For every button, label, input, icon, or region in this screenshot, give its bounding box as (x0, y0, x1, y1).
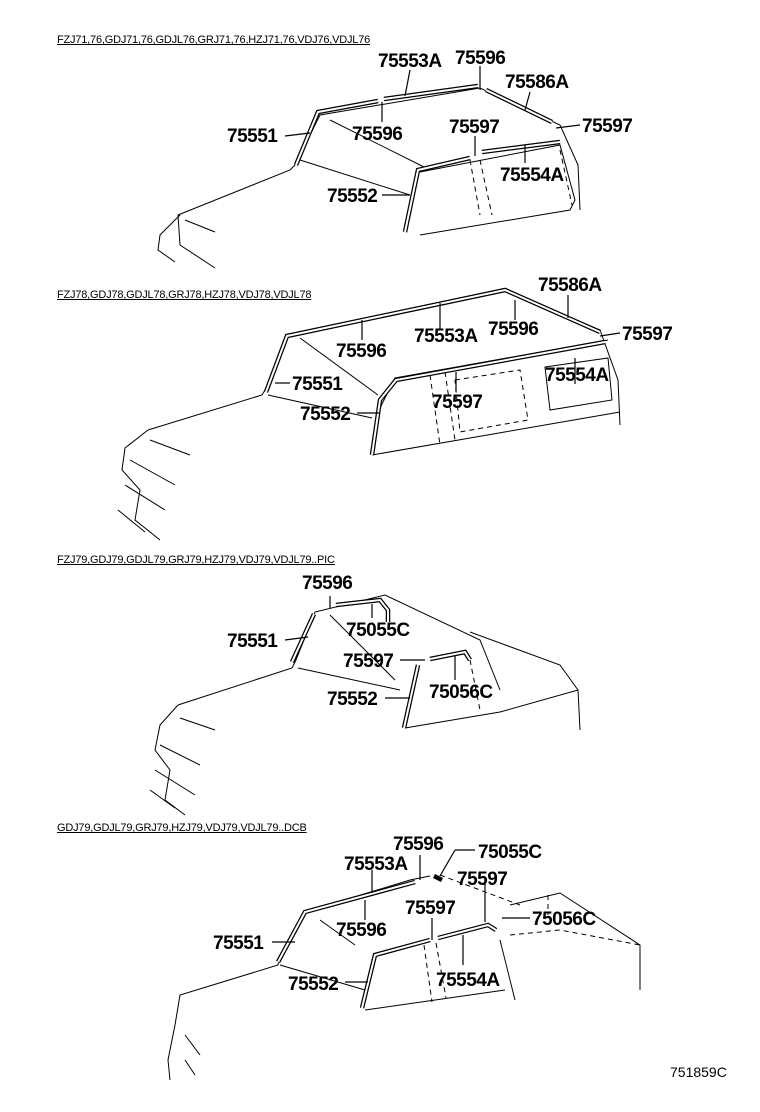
part-number-label: 75551 (292, 374, 343, 395)
part-number-label: 75586A (538, 275, 602, 296)
section-4-header: GDJ79,GDJL79,GRJ79,HZJ79,VDJ79,VDJL79..D… (57, 822, 307, 834)
vehicle-2-illustration (117, 287, 621, 541)
part-number-label: 75596 (336, 341, 386, 362)
part-number-label: 75553A (344, 854, 408, 875)
part-number-label: 75055C (478, 842, 542, 863)
section-2-leaders (275, 295, 621, 414)
part-number-label: 75597 (449, 117, 499, 138)
part-number-label: 75551 (213, 933, 264, 954)
part-number-label: 75586A (505, 72, 569, 93)
part-number-label: 75554A (500, 165, 564, 186)
part-number-label: 75056C (429, 682, 493, 703)
part-number-label: 75551 (227, 631, 278, 652)
vehicle-4-illustration (167, 873, 641, 1081)
section-1-labels: 75553A 75596 75586A 75551 75596 75597 75… (227, 48, 633, 207)
part-number-label: 75597 (457, 869, 507, 890)
part-number-label: 75597 (432, 392, 482, 413)
part-number-label: 75552 (288, 974, 338, 995)
part-number-label: 75055C (346, 620, 410, 641)
part-number-label: 75553A (414, 326, 478, 347)
part-number-label: 75596 (352, 124, 402, 145)
diagram-reference-number: 751859C (670, 1064, 727, 1080)
part-number-label: 75552 (327, 689, 377, 710)
part-number-label: 75596 (336, 920, 386, 941)
part-number-label: 75596 (393, 834, 443, 855)
vehicle-1-illustration (157, 83, 581, 269)
section-4-labels: 75596 75553A 75055C 75597 75597 75596 75… (213, 834, 597, 995)
part-number-label: 75056C (532, 909, 596, 930)
part-number-label: 75551 (227, 126, 278, 147)
part-number-label: 75552 (300, 404, 350, 425)
part-number-label: 75597 (622, 324, 672, 345)
part-number-label: 75597 (405, 898, 455, 919)
section-2-labels: 75586A 75597 75553A 75596 75596 75551 75… (292, 275, 673, 425)
section-3-leaders (284, 596, 456, 699)
section-2-header: FZJ78,GDJ78,GDJL78,GRJ78,HZJ78,VDJ78,VDJ… (57, 289, 312, 301)
part-number-label: 75552 (327, 186, 377, 207)
section-3-header: FZJ79,GDJ79,GDJL79,GRJ79,HZJ79,VDJ79,VDJ… (57, 554, 335, 566)
part-number-label: 75597 (343, 651, 393, 672)
part-number-label: 75596 (488, 319, 538, 340)
part-number-label: 75597 (582, 116, 632, 137)
section-1-header: FZJ71,76,GDJ71,76,GDJL76,GRJ71,76,HZJ71,… (57, 34, 371, 46)
part-number-label: 75596 (302, 573, 352, 594)
section-1-leaders (284, 66, 581, 196)
section-4-leaders (272, 849, 530, 983)
part-number-label: 75554A (436, 970, 500, 991)
section-3-labels: 75596 75551 75055C 75597 75552 75056C (227, 573, 494, 710)
part-number-label: 75596 (455, 48, 505, 69)
part-number-label: 75554A (545, 365, 609, 386)
part-number-label: 75553A (378, 51, 442, 72)
